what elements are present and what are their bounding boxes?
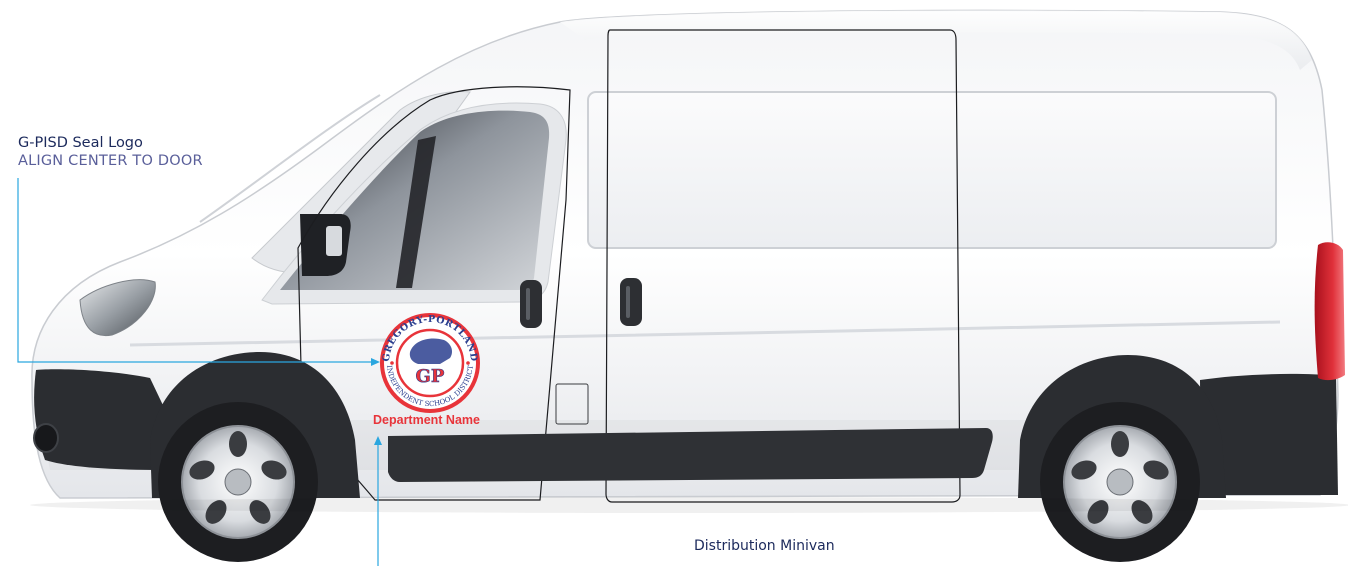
tail-light — [1315, 242, 1345, 380]
front-bumper — [34, 369, 170, 470]
side-mirror — [300, 214, 351, 276]
department-name-label: Department Name — [373, 412, 480, 429]
front-wheel — [158, 402, 318, 562]
side-rub-strip — [388, 428, 993, 482]
vehicle-caption: Distribution Minivan — [694, 538, 835, 555]
rear-wheel — [1040, 402, 1200, 562]
alignment-instruction: ALIGN CENTER TO DOOR — [18, 153, 203, 170]
gpisd-seal-logo: GREGORY-PORTLAND INDEPENDENT SCHOOL DIST… — [381, 314, 479, 411]
seal-logo-title: G-PISD Seal Logo — [18, 135, 143, 152]
ground-shadow — [30, 497, 1348, 513]
cargo-window-panel — [588, 92, 1276, 248]
seal-monogram: GP — [416, 366, 445, 387]
front-door-handle — [520, 280, 542, 328]
sliding-door-handle — [620, 278, 642, 326]
